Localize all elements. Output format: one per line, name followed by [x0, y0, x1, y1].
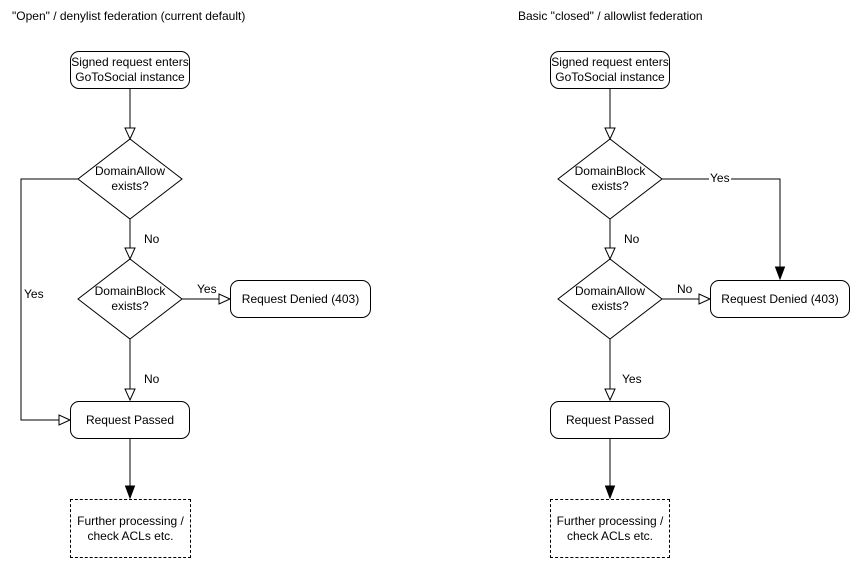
right-further-processing-node: Further processing / check ACLs etc.	[550, 499, 670, 558]
left-hollow-arrowheads	[58, 127, 232, 426]
right-request-denied-node: Request Denied (403)	[710, 280, 850, 318]
right-decision2-shape	[557, 258, 663, 340]
right-edge-label-decision1-no: No	[623, 232, 641, 246]
right-solid-arrowheads	[604, 266, 786, 500]
right-edge-label-decision2-yes: Yes	[621, 372, 643, 386]
node-text-line: GoToSocial instance	[555, 70, 665, 84]
left-further-processing-node: Further processing / check ACLs etc.	[70, 499, 191, 558]
right-edge-label-decision1-yes: Yes	[709, 171, 731, 185]
node-text-line: Request Denied (403)	[721, 291, 839, 306]
left-flowchart-connectors	[20, 89, 232, 500]
right-flowchart-connectors	[557, 89, 786, 500]
node-text-line: check ACLs etc.	[566, 528, 654, 543]
left-edge-lines	[20, 89, 219, 486]
left-request-passed-node: Request Passed	[70, 401, 190, 439]
node-text-line: Request Passed	[565, 412, 655, 427]
right-start-node: Signed request enters GoToSocial instanc…	[550, 51, 670, 89]
node-text-line: Signed request enters	[71, 55, 189, 69]
right-chart-title: Basic "closed" / allowlist federation	[518, 9, 703, 23]
left-decision2-shape	[77, 258, 183, 340]
left-request-denied-node: Request Denied (403)	[230, 280, 371, 318]
node-text-line: Request Denied (403)	[241, 291, 360, 306]
left-solid-arrowheads	[124, 485, 136, 500]
node-text-line: Further processing /	[556, 513, 664, 528]
right-hollow-arrowheads	[604, 127, 712, 402]
node-text-line: GoToSocial instance	[75, 70, 185, 84]
left-edge-label-decision1-yes: Yes	[23, 287, 45, 301]
node-text-line: Request Passed	[85, 412, 175, 427]
node-text-line: Further processing /	[77, 513, 184, 528]
node-text-line: Signed request enters	[551, 55, 669, 69]
left-decision1-shape	[77, 138, 183, 220]
right-request-passed-node: Request Passed	[550, 401, 670, 439]
right-edge-label-decision2-no: No	[676, 282, 694, 296]
node-text-line: check ACLs etc.	[87, 528, 174, 543]
right-decision1-shape	[557, 138, 663, 220]
left-chart-title: "Open" / denylist federation (current de…	[12, 9, 246, 23]
left-edge-label-decision2-yes: Yes	[196, 282, 218, 296]
left-start-node: Signed request enters GoToSocial instanc…	[70, 51, 190, 89]
right-edge-lines	[609, 89, 781, 486]
left-edge-label-decision1-no: No	[143, 232, 161, 246]
left-edge-label-decision2-no: No	[143, 372, 161, 386]
